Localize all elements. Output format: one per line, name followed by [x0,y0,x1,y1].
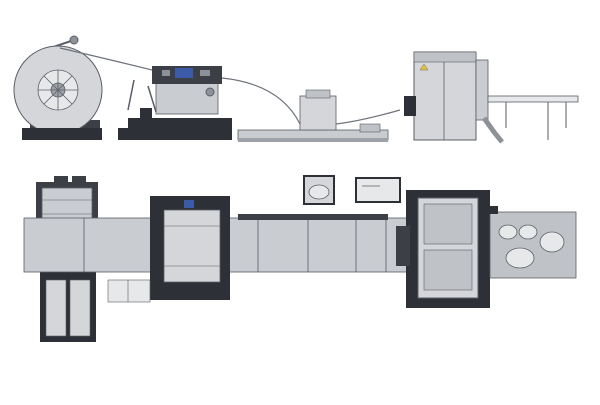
uncoiler-side [13,35,103,140]
top-view [23,175,577,342]
strip-line [59,47,161,73]
straightener-feeder-top [107,196,230,303]
straightener-feeder-side [118,66,232,140]
output-table-top [488,206,577,279]
press-top [396,190,490,308]
press-side [404,51,504,144]
conveyor-top [238,214,388,220]
control-cabinet-top [303,175,401,205]
side-view [13,35,579,144]
control-cabinet-side [299,89,381,133]
output-table-side [487,95,579,140]
